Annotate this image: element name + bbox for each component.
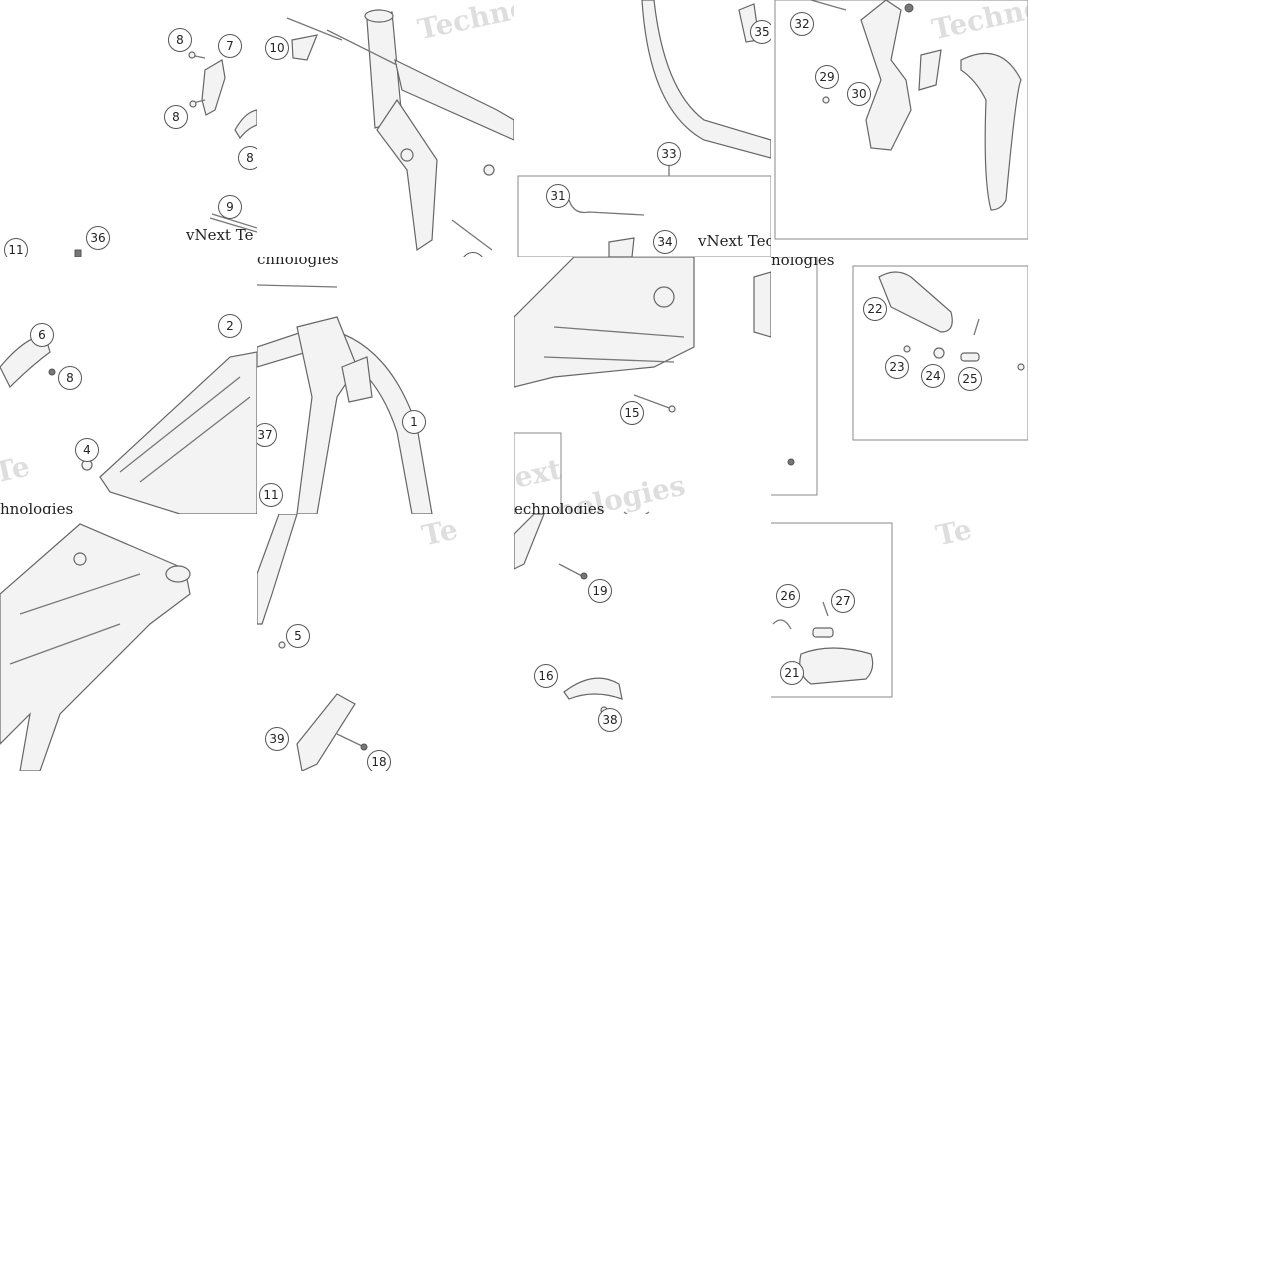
tile-r2-c2: 19 16 38 (514, 514, 771, 771)
callout-8: 8 (164, 105, 188, 129)
tile-r0-c0: 8 7 8 8 9 11 36 vNext Te (0, 0, 257, 257)
watermark-text: echnologies (514, 500, 605, 514)
tile-r1-c3: 22 23 24 25 28 nologies (771, 257, 1028, 514)
callout-1: 1 (402, 410, 426, 434)
watermark-text: vNext Tec (698, 232, 771, 250)
frame-head-drawing (286, 9, 514, 252)
callout-19: 19 (588, 579, 612, 603)
callout-2: 2 (218, 314, 242, 338)
callout-16: 16 (534, 664, 558, 688)
tile-r1-c0: 6 8 2 4 Te hnologies (0, 257, 257, 514)
tile-r0-c3: 32 29 30 Techno (771, 0, 1028, 257)
side-stand-drawing (257, 514, 368, 771)
callout-5: 5 (286, 624, 310, 648)
callout-8: 8 (238, 146, 257, 170)
callout-8: 8 (58, 366, 82, 390)
callout-31: 31 (546, 184, 570, 208)
tile-r0-c2: 35 33 31 34 vNext Tec (514, 0, 771, 257)
callout-25: 25 (958, 367, 982, 391)
frame-guard-drawing (774, 0, 1028, 240)
callout-7: 7 (218, 34, 242, 58)
callout-38: 38 (598, 708, 622, 732)
callout-26: 26 (776, 584, 800, 608)
tile-r1-c1: 1 37 11 chnologies (257, 257, 514, 514)
callout-15: 15 (620, 401, 644, 425)
callout-4: 4 (75, 438, 99, 462)
callout-21: 21 (780, 661, 804, 685)
main-frame-drawing (257, 284, 433, 514)
callout-33: 33 (657, 142, 681, 166)
callout-11: 11 (4, 238, 28, 257)
tile-r1-c2: 15 ext nologies echnologies (514, 257, 771, 514)
callout-34: 34 (653, 230, 677, 254)
callout-11: 11 (259, 483, 283, 507)
callout-39: 39 (265, 727, 289, 751)
watermark-text: chnologies (257, 257, 339, 268)
callout-35: 35 (750, 20, 771, 44)
tile-r0-c1: 10 4 Techno (257, 0, 514, 257)
callout-22: 22 (863, 297, 887, 321)
bracket-drawing (74, 51, 257, 257)
callout-6: 6 (30, 323, 54, 347)
rear-frame-drawing (514, 257, 771, 514)
subframe-lower-drawing (0, 523, 191, 771)
callout-32: 32 (790, 12, 814, 36)
callout-8: 8 (168, 28, 192, 52)
footpeg-kit-2-drawing (771, 522, 893, 698)
crash-bar-drawing (517, 0, 771, 257)
callout-10: 10 (265, 36, 289, 60)
spring-drawing (514, 514, 623, 714)
callout-27: 27 (831, 589, 855, 613)
footpeg-kit-drawing (771, 257, 1028, 496)
callout-37: 37 (257, 423, 277, 447)
tile-r2-c0 (0, 514, 257, 771)
tile-r2-c1: 5 39 18 Te (257, 514, 514, 771)
callout-29: 29 (815, 65, 839, 89)
callout-24: 24 (921, 364, 945, 388)
watermark-text: hnologies (0, 500, 74, 514)
callout-18: 18 (367, 750, 391, 771)
tile-r2-c3: 26 27 21 Te (771, 514, 1028, 771)
watermark-text: vNext Te (186, 226, 254, 244)
callout-23: 23 (885, 355, 909, 379)
callout-9: 9 (218, 195, 242, 219)
callout-30: 30 (847, 82, 871, 106)
callout-36: 36 (86, 226, 110, 250)
watermark-text: nologies (771, 257, 835, 269)
subframe-drawing (0, 334, 257, 514)
